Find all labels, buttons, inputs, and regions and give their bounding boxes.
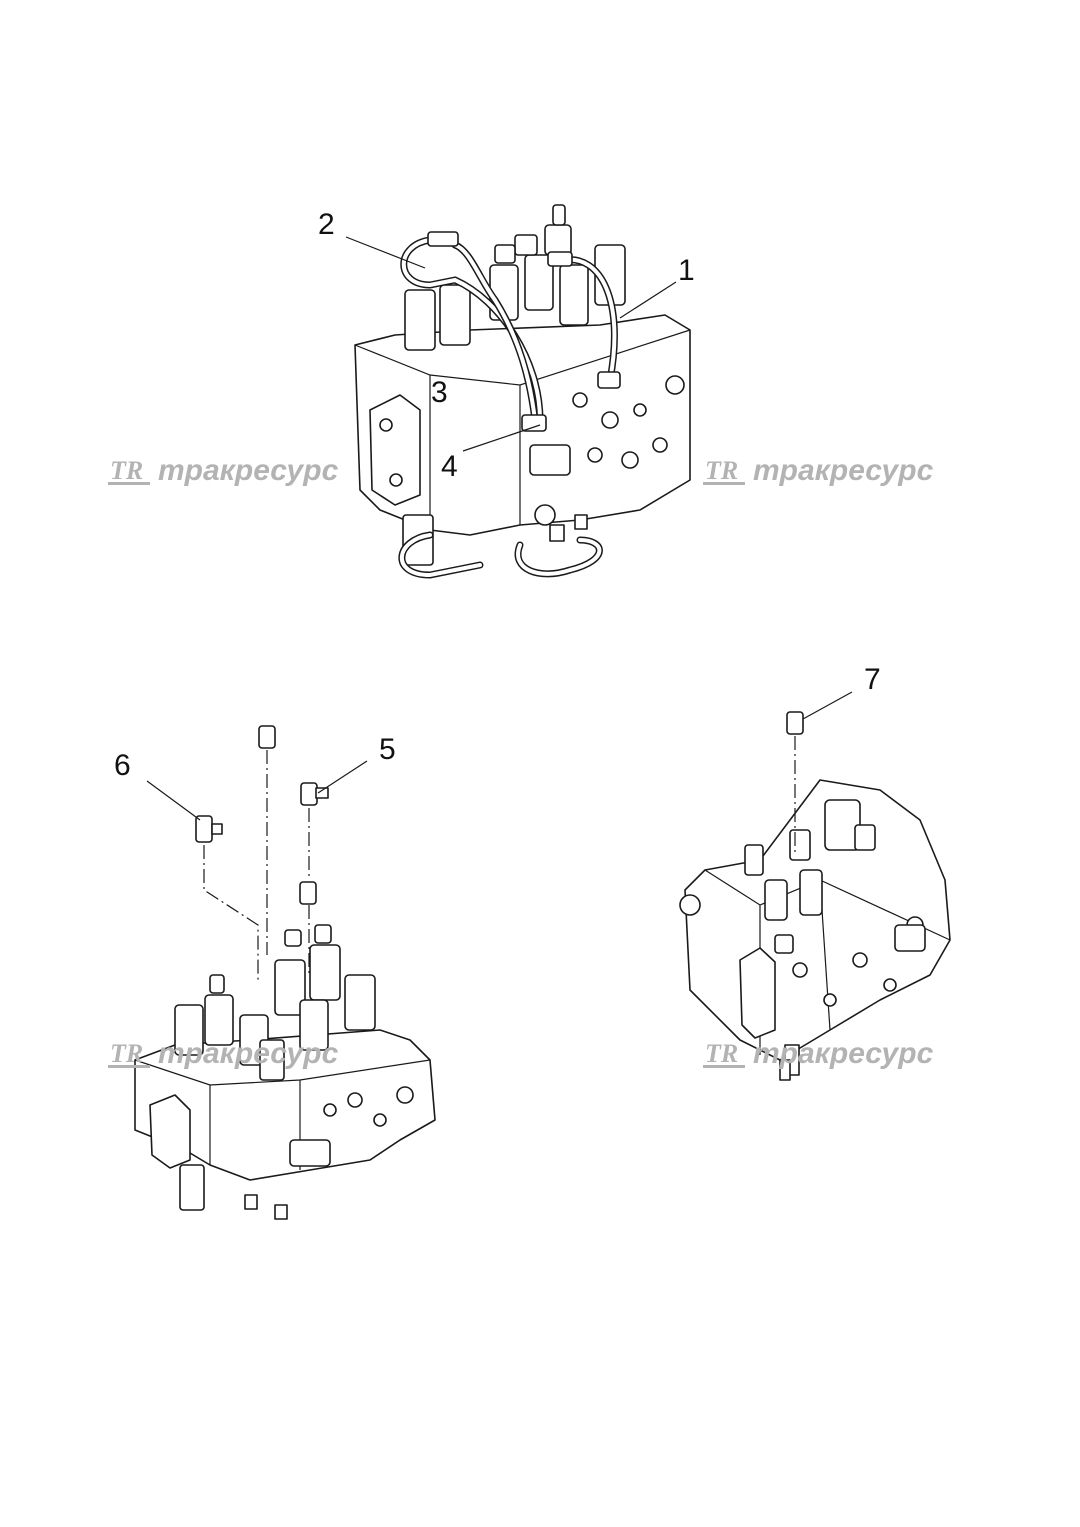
watermark-logo: TR <box>705 456 738 485</box>
callout-4: 4 <box>441 450 458 483</box>
watermark-top-left: TR тракресурс <box>108 454 339 487</box>
callout-7: 7 <box>864 663 881 696</box>
valve-assembly-top <box>354 204 691 579</box>
valve-assembly-bottom-left <box>134 725 436 1220</box>
watermark-logo: TR <box>110 1039 143 1068</box>
watermark-text: тракресурс <box>158 1037 339 1070</box>
watermark-bottom-right: TR тракресурс <box>703 1037 934 1070</box>
callout-2: 2 <box>318 208 335 241</box>
watermark-top-right: TR тракресурс <box>703 454 934 487</box>
valve-assembly-bottom-right <box>679 711 951 1081</box>
watermark-text: тракресурс <box>158 454 339 487</box>
callout-3: 3 <box>431 376 448 409</box>
callout-1: 1 <box>678 254 695 287</box>
watermark-logo: TR <box>110 456 143 485</box>
leader-lines <box>146 236 853 821</box>
watermark-logo: TR <box>705 1039 738 1068</box>
watermark-text: тракресурс <box>753 1037 934 1070</box>
callout-labels: 1 2 3 4 5 6 7 <box>114 208 881 782</box>
watermark-bottom-left: TR тракресурс <box>108 1037 339 1070</box>
callout-5: 5 <box>379 733 396 766</box>
callout-6: 6 <box>114 749 131 782</box>
watermark-text: тракресурс <box>753 454 934 487</box>
